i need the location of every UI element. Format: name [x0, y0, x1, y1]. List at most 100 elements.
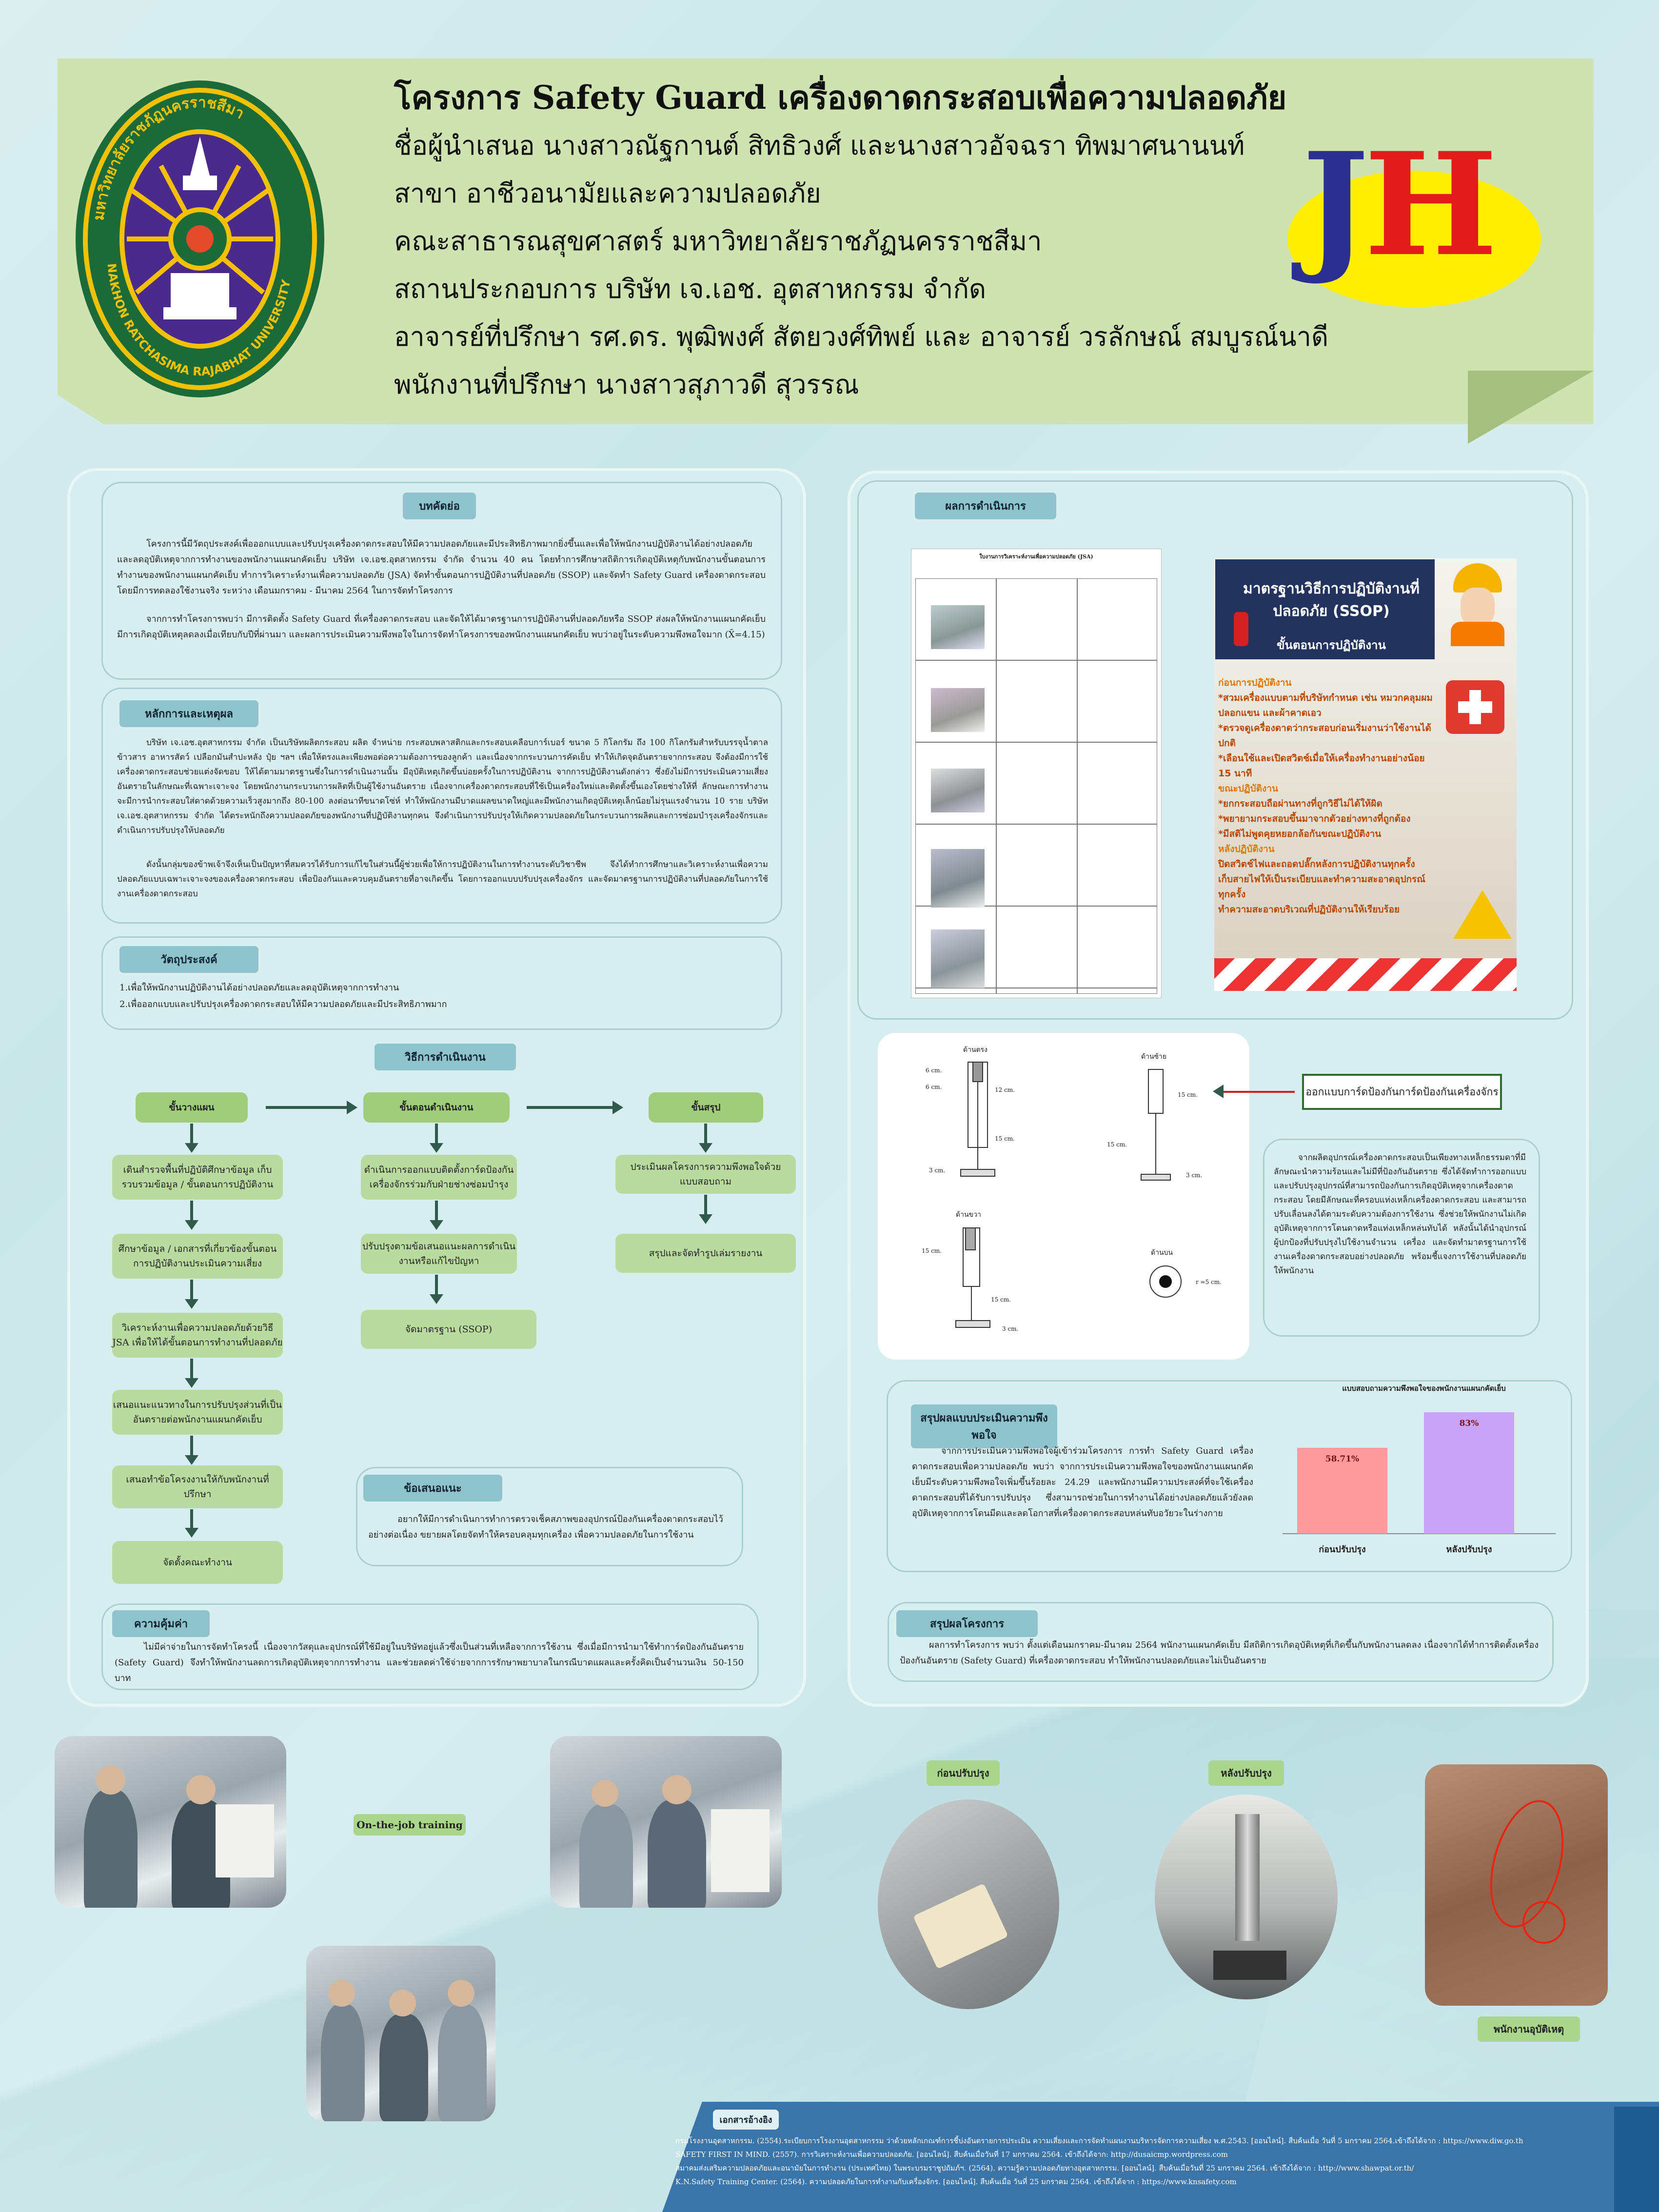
training-photo-1 [55, 1736, 286, 1908]
chart-bar [1297, 1447, 1387, 1534]
reference-3: สมาคมส่งเสริมความปลอดภัยและอนามัยในการทำ… [675, 2164, 1414, 2172]
warning-sign-icon [1453, 890, 1512, 939]
company-logo: JH [1268, 117, 1541, 322]
flow-arrow [185, 1124, 198, 1153]
references-box [662, 2102, 1659, 2212]
dim-label: 3 cm. [1002, 1325, 1019, 1332]
before-photo [878, 1799, 1059, 2009]
suggestion-title: ข้อเสนอแนะ [363, 1475, 502, 1501]
ssop-item: ทำความสะอาดบริเวณที่ปฏิบัติงานให้เรียบร้… [1218, 904, 1400, 915]
satisfaction-title: สรุปผลแบบประเมินความพึงพอใจ [911, 1404, 1057, 1448]
flow-arrow [430, 1124, 443, 1153]
barrier-stripes [1214, 958, 1517, 991]
design-note-text: จากผลิตอุปกรณ์เครื่องดาดกระสอบเป็นเพียงท… [1274, 1153, 1526, 1276]
bar-chart-svg: 58.71%ก่อนปรับปรุง83%หลังปรับปรุง [1283, 1412, 1556, 1555]
after-photo [1155, 1795, 1338, 1999]
flow-step-operate-3: จัดมาตรฐาน (SSOP) [361, 1310, 536, 1349]
flow-step-plan-4: เสนอแนะแนวทางในการปรับปรุงส่วนที่เป็นอัน… [112, 1390, 283, 1435]
flow-arrow [430, 1201, 443, 1230]
abstract-paragraph-2: จากการทำโครงการพบว่า มีการติดตั้ง Safety… [117, 614, 766, 640]
poster-title: โครงการ Safety Guard เครื่องดาดกระสอบเพื… [394, 79, 1287, 117]
abstract-title: บทคัดย่อ [403, 493, 476, 519]
value-text: ไม่มีค่าจ่ายในการจัดทำโครงนี้ เนื่องจากว… [115, 1642, 744, 1683]
ssop-subtitle: ขั้นตอนการปฏิบัติงาน [1277, 638, 1386, 652]
reference-2: SAFETY FIRST IN MIND. (2557). การวิเคราะ… [675, 2150, 1228, 2159]
ssop-section-during: ขณะปฏิบัติงาน [1218, 783, 1278, 794]
ojt-label: On-the-job training [354, 1814, 466, 1836]
dim-label: 15 cm. [922, 1247, 942, 1254]
design-note-box [1263, 1139, 1540, 1337]
satisfaction-text: จากการประเมินความพึงพอใจผู้เข้าร่วมโครงก… [912, 1446, 1253, 1519]
header-text-block: โครงการ Safety Guard เครื่องดาดกระสอบเพื… [394, 73, 1369, 409]
results-title: ผลการดำเนินการ [915, 493, 1056, 519]
references-title: เอกสารอ้างอิง [713, 2110, 779, 2130]
flow-arrow [185, 1280, 198, 1309]
abstract-paragraph-1: โครงการนี้มีวัตถุประสงค์เพื่อออกแบบและปร… [117, 539, 766, 596]
before-label: ก่อนปรับปรุง [927, 1760, 1000, 1786]
ssop-item: *พยายามกระสอบขึ้นมาจากตัวอย่างทางที่ถูกต… [1218, 813, 1411, 824]
flow-arrow [185, 1359, 198, 1388]
faculty: คณะสาธารณสุขศาสตร์ มหาวิทยาลัยราชภัฏนครร… [394, 226, 1042, 257]
rationale-paragraph-1: บริษัท เจ.เอช.อุตสาหกรรม จำกัด เป็นบริษั… [117, 738, 768, 835]
ssop-poster: มาตรฐานวิธีการปฏิบัติงานที่ปลอดภัย (SSOP… [1214, 558, 1517, 991]
summary-text: ผลการทำโครงการ พบว่า ตั้งแต่เดือนมกราคม-… [900, 1640, 1539, 1666]
fire-extinguisher-icon [1234, 612, 1248, 646]
objectives-title: วัตถุประสงค์ [119, 946, 258, 973]
jsa-form-image: ใบงานการวิเคราะห์งานเพื่อความปลอดภัย (JS… [911, 549, 1162, 998]
ssop-section-after: หลังปฏิบัติงาน [1218, 844, 1275, 854]
drawing-top-label: ด้านบน [1151, 1249, 1173, 1257]
method-title: วิธีการดำเนินงาน [375, 1044, 516, 1070]
references-corner [1614, 2107, 1659, 2212]
flow-step-plan-1: เดินสำรวจพื้นที่ปฏิบัติศึกษาข้อมูล เก็บร… [112, 1155, 283, 1200]
ssop-item: *ยกกระสอบถือผ่านทางที่ถูกวิธีไม่ได้ให้ผิ… [1218, 798, 1382, 809]
advisors: อาจารย์ที่ปรึกษา รศ.ดร. พุฒิพงศ์ สัตยวงศ… [394, 321, 1329, 352]
ssop-item: *ตรวจดูเครื่องดาดว่ากระสอบก่อนเริ่มงานว่… [1218, 723, 1431, 749]
reference-1: กรมโรงงานอุตสาหกรรม. (2554).ระเบียบการโร… [675, 2136, 1523, 2145]
presenters: ชื่อผู้นำเสนอ นางสาวณัฐกานต์ สิทธิวงศ์ แ… [394, 130, 1245, 161]
training-photo-2 [550, 1736, 782, 1908]
dim-label: 15 cm. [995, 1135, 1015, 1142]
dim-label: 15 cm. [1178, 1091, 1198, 1098]
flow-step-plan-5: เสนอทำข้อโครงงานให้กับพนักงานที่ปรึกษา [112, 1465, 283, 1508]
first-aid-icon [1446, 680, 1504, 734]
satisfaction-chart: แบบสอบถามความพึงพอใจของพนักงานแผนกคัดเย็… [1268, 1382, 1560, 1568]
staff-advisor: พนักงานที่ปรึกษา นางสาวสุภาวดี สุวรรณ [394, 369, 859, 400]
dim-label: 6 cm. [926, 1067, 942, 1074]
ssop-item: *สวมเครื่องแบบตามที่บริษัทกำหนด เช่น หมว… [1218, 692, 1433, 718]
ssop-section-before: ก่อนการปฏิบัติงาน [1218, 677, 1292, 688]
injury-highlight-circle [1522, 1901, 1565, 1944]
flow-arrow [185, 1436, 198, 1465]
chart-data-label: 58.71% [1325, 1454, 1359, 1464]
chart-category-label: ก่อนปรับปรุง [1319, 1544, 1365, 1555]
university-seal: มหาวิทยาลัยราชภัฏนครราชสีมา NAKHON RATCH… [73, 78, 327, 400]
callout-arrow [1222, 1091, 1295, 1093]
flow-step-operate-1: ดำเนินการออกแบบติดตั้งการ์ดป้องกันเครื่อ… [361, 1155, 517, 1200]
rationale-title: หลักการและเหตุผล [119, 700, 258, 727]
drawing-right-label: ด้านขวา [956, 1211, 981, 1219]
company: สถานประกอบการ บริษัท เจ.เอช. อุตสาหกรรม … [394, 274, 987, 304]
after-label: หลังปรับปรุง [1208, 1760, 1284, 1786]
worker-illustration [1443, 563, 1512, 646]
ssop-title: มาตรฐานวิธีการปฏิบัติงานที่ปลอดภัย (SSOP… [1243, 580, 1420, 620]
jsa-heading: ใบงานการวิเคราะห์งานเพื่อความปลอดภัย (JS… [979, 553, 1093, 560]
chart-title: แบบสอบถามความพึงพอใจของพนักงานแผนกคัดเย็… [1342, 1384, 1506, 1393]
value-title: ความคุ้มค่า [112, 1610, 210, 1637]
flow-step-plan-3: วิเคราะห์งานเพื่อความปลอดภัยด้วยวิธี JSA… [112, 1313, 283, 1358]
rationale-paragraph-2: ดังนั้นกลุ่มของข้าพเจ้าจึงเห็นเป็นปัญหาท… [117, 860, 768, 899]
major: สาขา อาชีวอนามัยและความปลอดภัย [394, 178, 821, 209]
summary-title: สรุปผลโครงการ [896, 1610, 1038, 1637]
abstract-box [101, 482, 782, 680]
objective-2: 2.เพื่อออกแบบและปรับปรุงเครื่องดาดกระสอบ… [119, 999, 447, 1009]
guard-drawing: ด้านตรง ด้านซ้าย ด้านขวา ด้านบน 6 cm. 6 … [878, 1033, 1249, 1360]
guard-design-callout: ออกแบบการ์ดป้องกันการ์ดป้องกันเครื่องจัก… [1302, 1074, 1502, 1110]
flow-arrow [430, 1275, 443, 1304]
reference-4: K.N.Safety Training Center. (2564). ความ… [675, 2177, 1237, 2186]
flow-arrow [185, 1509, 198, 1538]
dim-label: 3 cm. [929, 1167, 946, 1174]
flow-step-plan-6: จัดตั้งคณะทำงาน [112, 1541, 283, 1584]
chart-bar [1424, 1412, 1514, 1534]
drawing-left-label: ด้านซ้าย [1141, 1053, 1167, 1061]
chart-data-label: 83% [1460, 1419, 1479, 1428]
flow-step-plan-2: ศึกษาข้อมูล / เอกสารที่เกี่ยวข้องขั้นตอน… [112, 1234, 283, 1279]
flow-step-conclude-1: ประเมินผลโครงการความพึงพอใจด้วยแบบสอบถาม [615, 1155, 796, 1194]
